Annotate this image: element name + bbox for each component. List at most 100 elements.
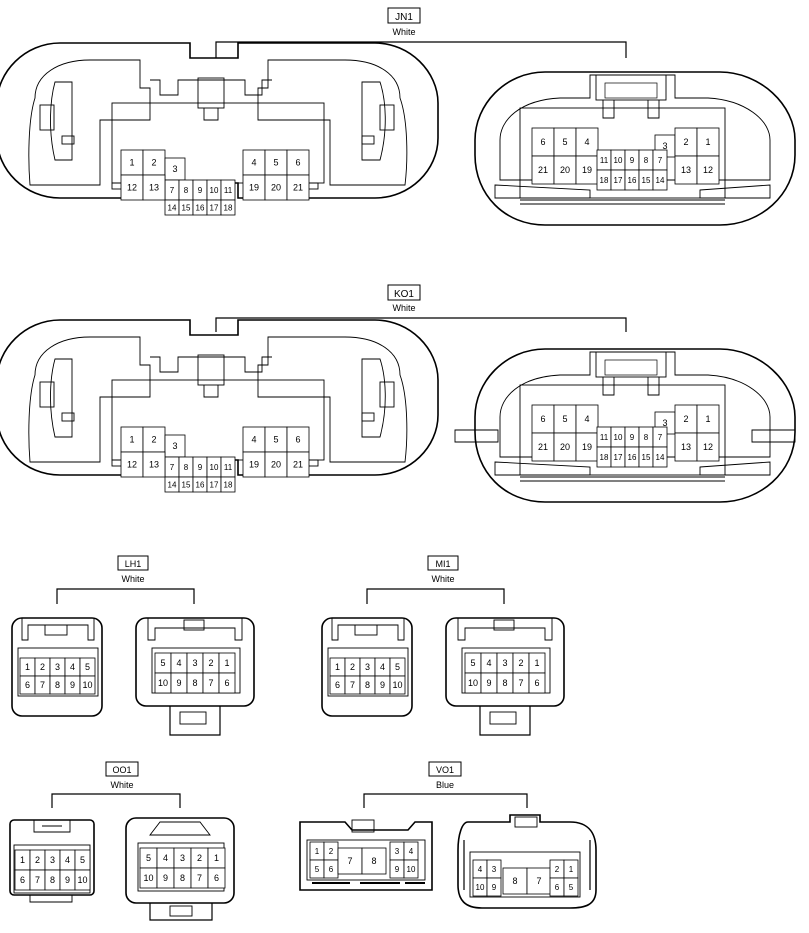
pin-cell: 4: [575, 404, 599, 434]
pin-cell-box: [74, 869, 91, 891]
pin-number: 3: [50, 855, 55, 865]
pin-cell: 1: [14, 849, 31, 871]
pin-number: 13: [681, 442, 691, 452]
pin-number: 5: [569, 883, 574, 892]
pin-number: 14: [168, 204, 177, 213]
pin-number: 4: [486, 658, 491, 668]
pin-number: 9: [630, 433, 635, 442]
pin-number: 18: [224, 481, 233, 490]
pin-number: 10: [158, 678, 168, 688]
pin-cell: 4: [374, 657, 391, 677]
pin-cell: 20: [553, 432, 577, 462]
pin-number: 15: [182, 204, 191, 213]
pin-cell: 1: [19, 657, 36, 677]
pin-cell: 19: [575, 432, 599, 462]
pin-number: 5: [470, 658, 475, 668]
connector-name: OO1: [112, 765, 131, 775]
pin-number: 7: [350, 680, 355, 690]
pin-number: 18: [600, 453, 609, 462]
pin-cell: 13: [674, 432, 698, 462]
pin-cell: 4: [403, 841, 419, 861]
pin-cell: 9: [170, 672, 188, 694]
pin-cell: 3: [164, 157, 186, 181]
pin-number: 18: [224, 204, 233, 213]
pin-number: 2: [40, 662, 45, 672]
pin-cell: 5: [464, 652, 482, 674]
pin-number: 3: [662, 418, 667, 428]
pin-number: 5: [395, 662, 400, 672]
pin-cell: 18: [596, 169, 612, 191]
pin-cell: 5: [154, 652, 172, 674]
pin-number: 6: [295, 435, 300, 445]
pin-number: 8: [502, 678, 507, 688]
pin-number: 1: [129, 435, 134, 445]
pin-cell: 6: [218, 672, 236, 694]
pin-cell: 6: [549, 877, 565, 897]
pin-number: 5: [562, 414, 567, 424]
pin-cell: 11: [596, 149, 612, 171]
pin-cell: 8: [502, 867, 528, 895]
pin-cell: 9: [624, 426, 640, 448]
pin-cell: 4: [472, 859, 488, 879]
pin-number: 4: [409, 847, 414, 856]
pin-number: 20: [271, 183, 281, 193]
pin-number: 14: [656, 453, 665, 462]
pin-cell: 1: [329, 657, 346, 677]
pin-cell: 10: [206, 456, 222, 478]
pin-cell: 4: [156, 847, 175, 869]
pin-cell: 17: [610, 446, 626, 468]
pin-number: 21: [538, 165, 548, 175]
pin-number: 9: [395, 865, 400, 874]
pin-number: 8: [50, 875, 55, 885]
pin-number: 17: [210, 481, 219, 490]
pin-cell: 18: [220, 476, 236, 493]
pin-number: 5: [315, 865, 320, 874]
pin-number: 4: [163, 853, 168, 863]
pin-number: 8: [184, 463, 189, 472]
pin-cell: 19: [242, 174, 266, 201]
pin-cell: 9: [480, 672, 498, 694]
pin-cell: 9: [156, 867, 175, 889]
pin-cell-box: [696, 155, 720, 185]
pin-number: 6: [540, 414, 545, 424]
pin-number: 11: [224, 186, 233, 195]
pin-number: 17: [614, 176, 623, 185]
pin-number: 9: [380, 680, 385, 690]
pin-number: 5: [80, 855, 85, 865]
pin-number: 20: [560, 442, 570, 452]
pin-cell: 17: [610, 169, 626, 191]
pin-cell: 2: [142, 426, 166, 453]
pin-number: 6: [540, 137, 545, 147]
pin-number: 21: [538, 442, 548, 452]
pin-number: 9: [486, 678, 491, 688]
pin-cell: 8: [178, 179, 194, 201]
pin-number: 1: [224, 658, 229, 668]
pin-cell: 12: [120, 451, 144, 478]
pin-number: 1: [335, 662, 340, 672]
pin-number: 5: [85, 662, 90, 672]
pin-number: 11: [224, 463, 233, 472]
pin-cell: 2: [512, 652, 530, 674]
pin-cell-box: [403, 859, 419, 879]
pin-number: 1: [20, 855, 25, 865]
pin-cell: 6: [14, 869, 31, 891]
pin-cell: 1: [696, 127, 720, 157]
pin-cell: 17: [206, 476, 222, 493]
pin-number: 11: [600, 156, 609, 165]
pin-cell: 7: [512, 672, 530, 694]
connector-name: JN1: [395, 12, 413, 23]
pin-number: 10: [77, 875, 87, 885]
connector-name: LH1: [125, 559, 142, 569]
pin-cell: 6: [286, 426, 310, 453]
pairing-bracket: [366, 588, 505, 604]
pin-cell: 8: [49, 675, 66, 695]
pin-cell: 10: [74, 869, 91, 891]
pin-number: 6: [224, 678, 229, 688]
pairing-bracket: [215, 41, 627, 58]
pin-cell-box: [389, 675, 406, 695]
pin-number: 3: [192, 658, 197, 668]
